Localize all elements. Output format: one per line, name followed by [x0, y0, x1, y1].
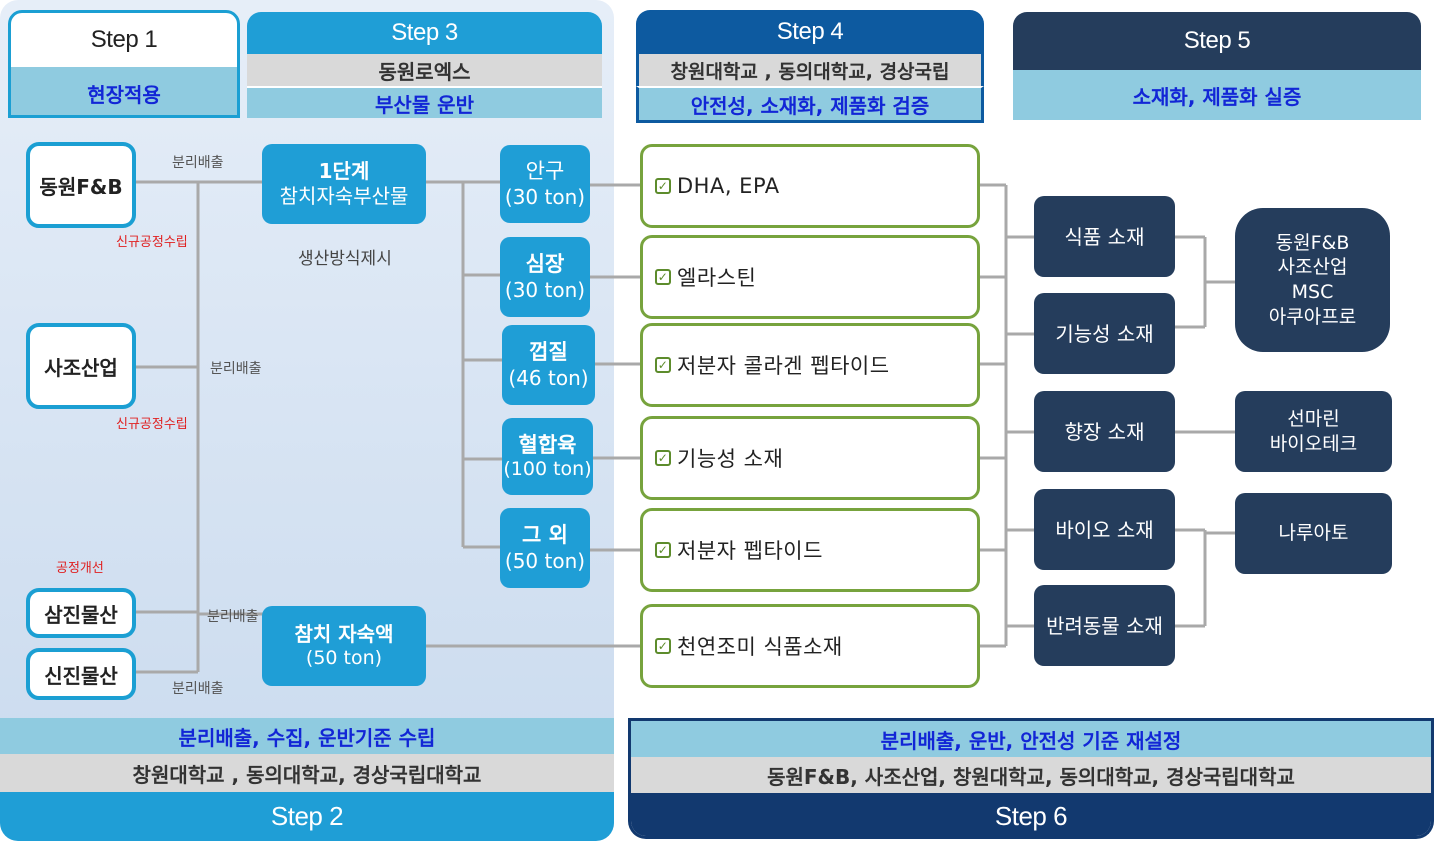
step2-subtitle: 분리배출, 수집, 운반기준 수립 [0, 718, 614, 754]
source-samjin: 삼진물산 [26, 588, 136, 638]
part-name: 껍질 [529, 340, 568, 365]
step3-subtitle: 부산물 운반 [247, 86, 602, 118]
company-name: 사조산업 [1277, 256, 1348, 279]
label-separate-1: 분리배출 [172, 155, 224, 171]
step2-org: 창원대학교 , 동의대학교, 경상국립대학교 [0, 754, 614, 792]
product-label: 엘라스틴 [677, 266, 757, 290]
step4-header: Step 4 창원대학교 , 동의대학교, 경상국립 안전성, 소재화, 제품화… [636, 10, 984, 123]
part-skin: 껍질 (46 ton) [502, 325, 595, 405]
product-label: 천연조미 식품소재 [677, 635, 843, 659]
company-name: MSC [1291, 281, 1334, 303]
part-other: 그 외 (50 ton) [500, 508, 590, 588]
part-amount: (50 ton) [504, 548, 586, 573]
company-group-2: 선마린 바이오테크 [1235, 391, 1392, 472]
source-shinjin: 신진물산 [26, 648, 136, 700]
product-collagen-peptide: ✓ 저분자 콜라겐 펩타이드 [640, 323, 980, 407]
product-label: 저분자 펩타이드 [677, 539, 823, 563]
step1-subtitle: 현장적용 [11, 67, 237, 115]
part-name: 혈합육 [518, 432, 577, 457]
part-name: 심장 [525, 252, 565, 277]
part-dark-meat: 혈합육 (100 ton) [502, 418, 593, 495]
company-naruato: 나루아토 [1235, 493, 1392, 574]
step1-title: Step 1 [90, 26, 158, 53]
checkbox-icon: ✓ [655, 638, 671, 654]
part-heart: 심장 (30 ton) [500, 237, 590, 317]
checkbox-icon: ✓ [655, 450, 671, 466]
source-dongwon: 동원F&B [26, 142, 136, 228]
product-low-peptide: ✓ 저분자 펩타이드 [640, 508, 980, 592]
product-natural-seasoning: ✓ 천연조미 식품소재 [640, 604, 980, 688]
cooking-liquid-title: 참치 자숙액 [294, 621, 394, 646]
step3-header: Step 3 동원로엑스 부산물 운반 [247, 12, 602, 118]
material-pet: 반려동물 소재 [1034, 585, 1175, 666]
step4-subtitle: 안전성, 소재화, 제품화 검증 [636, 86, 984, 123]
stage1-title: 1단계 [318, 159, 370, 183]
part-eye: 안구 (30 ton) [500, 145, 590, 223]
material-functional: 기능성 소재 [1034, 293, 1175, 374]
product-dha-epa: ✓ DHA, EPA [640, 144, 980, 228]
step5-subtitle: 소재화, 제품화 실증 [1013, 70, 1421, 120]
step3-org: 동원로엑스 [247, 54, 602, 86]
product-label: 저분자 콜라겐 펩타이드 [677, 354, 890, 378]
step6-title: Step 6 [631, 793, 1431, 836]
step6-subtitle: 분리배출, 운반, 안전성 기준 재설정 [631, 718, 1431, 757]
step5-title: Step 5 [1013, 12, 1421, 70]
label-process-improve: 공정개선 [56, 561, 104, 576]
material-cosmetic: 향장 소재 [1034, 391, 1175, 472]
stage1-box: 1단계 참치자숙부산물 [262, 144, 426, 224]
step2-footer: 분리배출, 수집, 운반기준 수립 창원대학교 , 동의대학교, 경상국립대학교… [0, 718, 614, 841]
step6-org: 동원F&B, 사조산업, 창원대학교, 동의대학교, 경상국립대학교 [631, 757, 1431, 793]
part-name: 안구 [525, 159, 565, 184]
product-elastin: ✓ 엘라스틴 [640, 235, 980, 319]
label-separate-2: 분리배출 [210, 361, 262, 377]
material-food: 식품 소재 [1034, 196, 1175, 277]
step4-org: 창원대학교 , 동의대학교, 경상국립 [636, 54, 984, 86]
product-label: 기능성 소재 [677, 447, 784, 471]
label-new-plant-1: 신규공정수립 [116, 235, 188, 250]
step2-title: Step 2 [0, 792, 614, 841]
company-name: 동원F&B [1275, 231, 1350, 254]
checkbox-icon: ✓ [655, 178, 671, 194]
step6-footer: 분리배출, 운반, 안전성 기준 재설정 동원F&B, 사조산업, 창원대학교,… [628, 718, 1434, 839]
part-amount: (100 ton) [503, 457, 592, 480]
cooking-liquid-amount: (50 ton) [305, 646, 383, 669]
part-amount: (30 ton) [504, 277, 586, 302]
part-amount: (30 ton) [504, 184, 586, 209]
label-separate-3: 분리배출 [207, 609, 259, 625]
step4-title: Step 4 [636, 10, 984, 54]
label-new-plant-2: 신규공정수립 [116, 417, 188, 432]
source-sajo: 사조산업 [26, 323, 136, 409]
part-amount: (46 ton) [508, 365, 589, 390]
checkbox-icon: ✓ [655, 357, 671, 373]
checkbox-icon: ✓ [655, 542, 671, 558]
label-separate-4: 분리배출 [172, 681, 224, 697]
cooking-liquid-box: 참치 자숙액 (50 ton) [262, 606, 426, 686]
company-name: 아쿠아프로 [1268, 305, 1357, 328]
company-name: 바이오테크 [1269, 432, 1358, 455]
company-group-1: 동원F&B 사조산업 MSC 아쿠아프로 [1235, 208, 1390, 352]
step3-title: Step 3 [247, 12, 602, 54]
label-method: 생산방식제시 [298, 249, 392, 269]
company-name: 선마린 [1287, 407, 1340, 430]
checkbox-icon: ✓ [655, 269, 671, 285]
product-label: DHA, EPA [677, 174, 780, 198]
stage1-subtitle: 참치자숙부산물 [279, 184, 409, 208]
product-functional-material: ✓ 기능성 소재 [640, 416, 980, 500]
material-bio: 바이오 소재 [1034, 489, 1175, 570]
part-name: 그 외 [522, 523, 568, 548]
step1-header: Step 1 현장적용 [8, 10, 240, 118]
step5-header: Step 5 소재화, 제품화 실증 [1013, 12, 1421, 120]
